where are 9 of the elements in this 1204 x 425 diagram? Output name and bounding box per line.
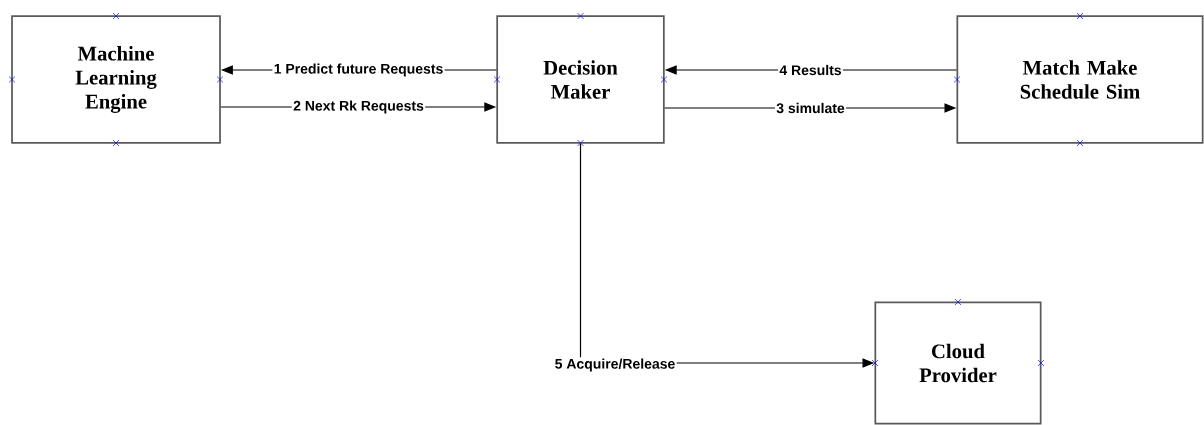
edge-label: 2 Next Rk Requests: [291, 99, 426, 115]
edge-label: 4 Results: [778, 63, 843, 77]
process-box: Machine Learning Engine: [11, 15, 221, 144]
process-box: Match Make Schedule Sim: [956, 15, 1204, 144]
process-box: Decision Maker: [496, 15, 665, 144]
edge-label: 1 Predict future Requests: [272, 62, 445, 78]
process-box: Cloud Provider: [874, 301, 1042, 425]
edge-label: 5 Acquire/Release: [553, 357, 677, 373]
edge-label: 3 simulate: [774, 101, 847, 115]
